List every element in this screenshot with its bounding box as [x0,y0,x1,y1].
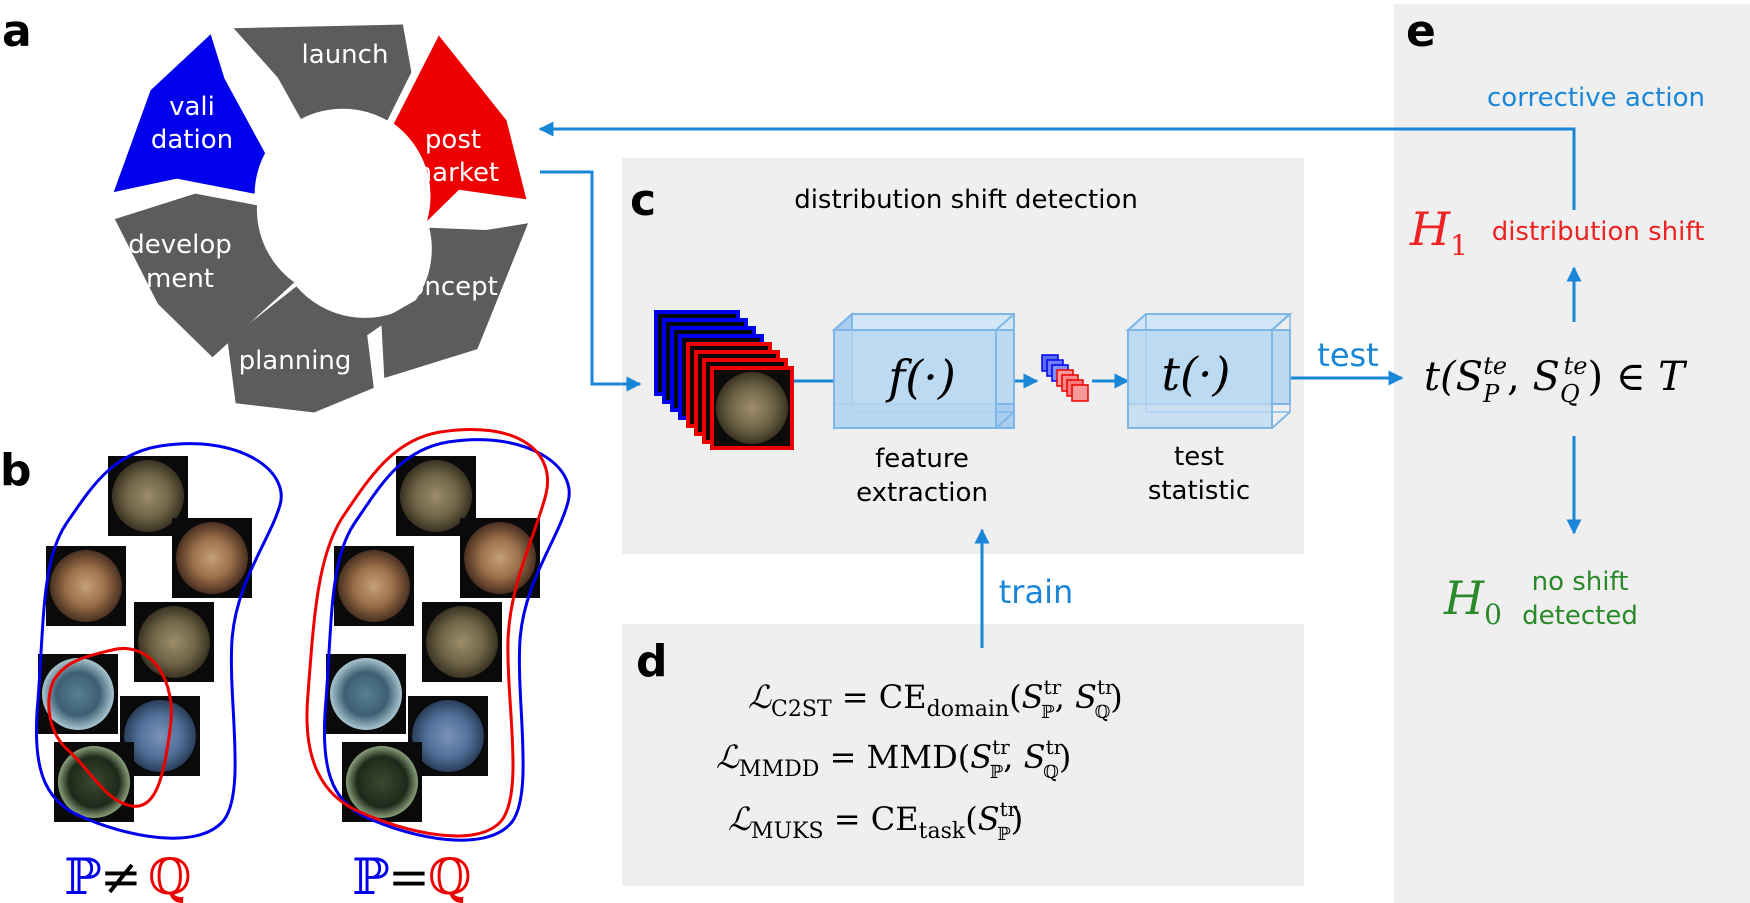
label-q-left: ℚ [148,848,192,903]
arrow-corrective-action [538,121,1576,210]
panel-b-left-distribution [34,442,283,840]
test-function: t(·) [1162,347,1231,401]
segment-label-planning: planning [239,346,352,376]
segment-label-development-line1: develop [128,230,232,260]
segment-label-concept: concept [394,272,498,302]
distribution-q-outline-left [47,647,173,808]
h1-label: distribution shift [1492,217,1705,247]
segment-label-development-line2: ment [146,264,214,294]
segment-post-market [393,35,527,222]
segment-validation [113,34,266,194]
svg-text:H0: H0 [1443,571,1502,631]
segment-label-post-market-line1: post [425,125,481,155]
segment-launch [233,24,412,121]
panel-letter-b: b [0,445,32,496]
corrective-action-label: corrective action [1487,83,1705,113]
input-image-stack [654,310,794,450]
feature-extraction-box [831,311,1015,431]
panel-letter-e: e [1406,6,1436,57]
hypothesis-h0: H0 no shift detected [1443,567,1638,631]
feature-label-line1: feature [875,444,969,474]
h0-label-line2: detected [1522,601,1638,631]
lifecycle-wheel: launch post market concept planning deve… [113,24,529,413]
test-arrow-label: test [1317,336,1378,374]
segment-label-validation-line1: vali [169,92,215,122]
segment-label-post-market-line2: market [407,158,499,188]
detection-title: distribution shift detection [794,185,1138,215]
train-arrow-label: train [999,573,1073,611]
segment-development [114,193,295,358]
panel-letter-a: a [2,6,32,57]
feature-function: f(·) [885,350,956,404]
distribution-p-outline-right [322,438,571,842]
label-p-equal-q: ℙ = ℚ [352,848,472,903]
panel-letter-c: c [630,175,656,226]
label-p-right: ℙ [352,848,390,903]
hypothesis-h1: H1 distribution shift [1409,202,1704,262]
test-label-line1: test [1174,442,1224,472]
label-p-left: ℙ [64,848,102,903]
feature-label-line2: extraction [856,478,988,508]
segment-label-validation-line2: dation [151,125,233,155]
label-q-right: ℚ [428,848,472,903]
label-eq: = [388,848,430,903]
arrow-postmarket-to-detection [540,170,642,392]
distribution-q-outline-right [305,427,549,838]
svg-text:H1: H1 [1409,202,1468,262]
label-neq: ≠ [100,848,142,903]
panel-e-background [1394,4,1750,903]
test-statistic-box [1125,313,1293,429]
distribution-p-outline-left [34,442,283,840]
h0-label-line1: no shift [1532,567,1629,597]
panel-b-right-distribution [305,427,571,842]
segment-concept [381,223,529,378]
segment-planning [227,286,409,413]
test-statistic-expression: t(SPte, SQte) ∈ T [1424,352,1688,408]
embedding-stack [1041,354,1089,402]
panel-letter-d: d [636,636,668,687]
panel-d-background [622,624,1304,886]
label-p-not-equal-q: ℙ ≠ ℚ [64,848,192,903]
svg-text:t(SPte, SQte) ∈ T: t(SPte, SQte) ∈ T [1424,352,1688,408]
segment-label-launch: launch [302,40,389,70]
test-label-line2: statistic [1148,476,1250,506]
